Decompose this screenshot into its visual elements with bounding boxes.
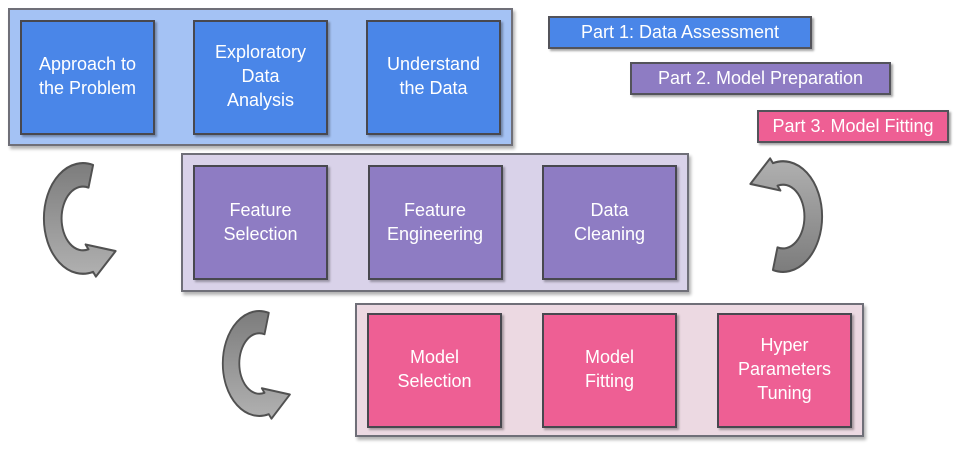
box-label: Feature Engineering — [386, 199, 484, 244]
box-hyper-parameters-tuning[interactable]: Hyper Parameters Tuning — [717, 312, 852, 428]
group-model-fitting: Model Selection Model Fitting Hyper Para… — [355, 303, 864, 437]
box-understand-the-data[interactable]: Understand the Data — [366, 19, 501, 135]
box-label: Hyper Parameters Tuning — [737, 335, 832, 403]
legend-part-3-model-fitting[interactable]: Part 3. Model Fitting — [757, 110, 949, 143]
group-data-assessment: Approach to the Problem Exploratory Data… — [8, 8, 513, 146]
box-exploratory-data-analysis[interactable]: Exploratory Data Analysis — [193, 19, 328, 135]
box-data-cleaning[interactable]: Data Cleaning — [542, 165, 677, 280]
group-model-preparation: Feature Selection Feature Engineering Da… — [181, 153, 689, 292]
curved-arrow-bottom-icon — [221, 310, 291, 420]
box-approach-to-the-problem[interactable]: Approach to the Problem — [20, 19, 155, 135]
box-label: Understand the Data — [386, 54, 481, 98]
legend-part-1-data-assessment[interactable]: Part 1: Data Assessment — [548, 16, 812, 49]
legend-part-2-model-preparation[interactable]: Part 2. Model Preparation — [630, 62, 891, 95]
box-label: Approach to the Problem — [38, 54, 137, 98]
curved-arrow-left-icon — [42, 162, 117, 278]
box-label: Model Selection — [397, 347, 472, 391]
box-feature-engineering[interactable]: Feature Engineering — [367, 165, 503, 280]
box-label: Data Cleaning — [573, 199, 646, 244]
curved-arrow-right-icon — [749, 157, 824, 273]
box-feature-selection[interactable]: Feature Selection — [193, 165, 328, 280]
box-model-fitting[interactable]: Model Fitting — [542, 312, 677, 428]
box-label: Exploratory Data Analysis — [214, 42, 307, 110]
box-model-selection[interactable]: Model Selection — [367, 312, 502, 428]
box-label: Feature Selection — [223, 199, 298, 244]
box-label: Model Fitting — [584, 347, 635, 391]
